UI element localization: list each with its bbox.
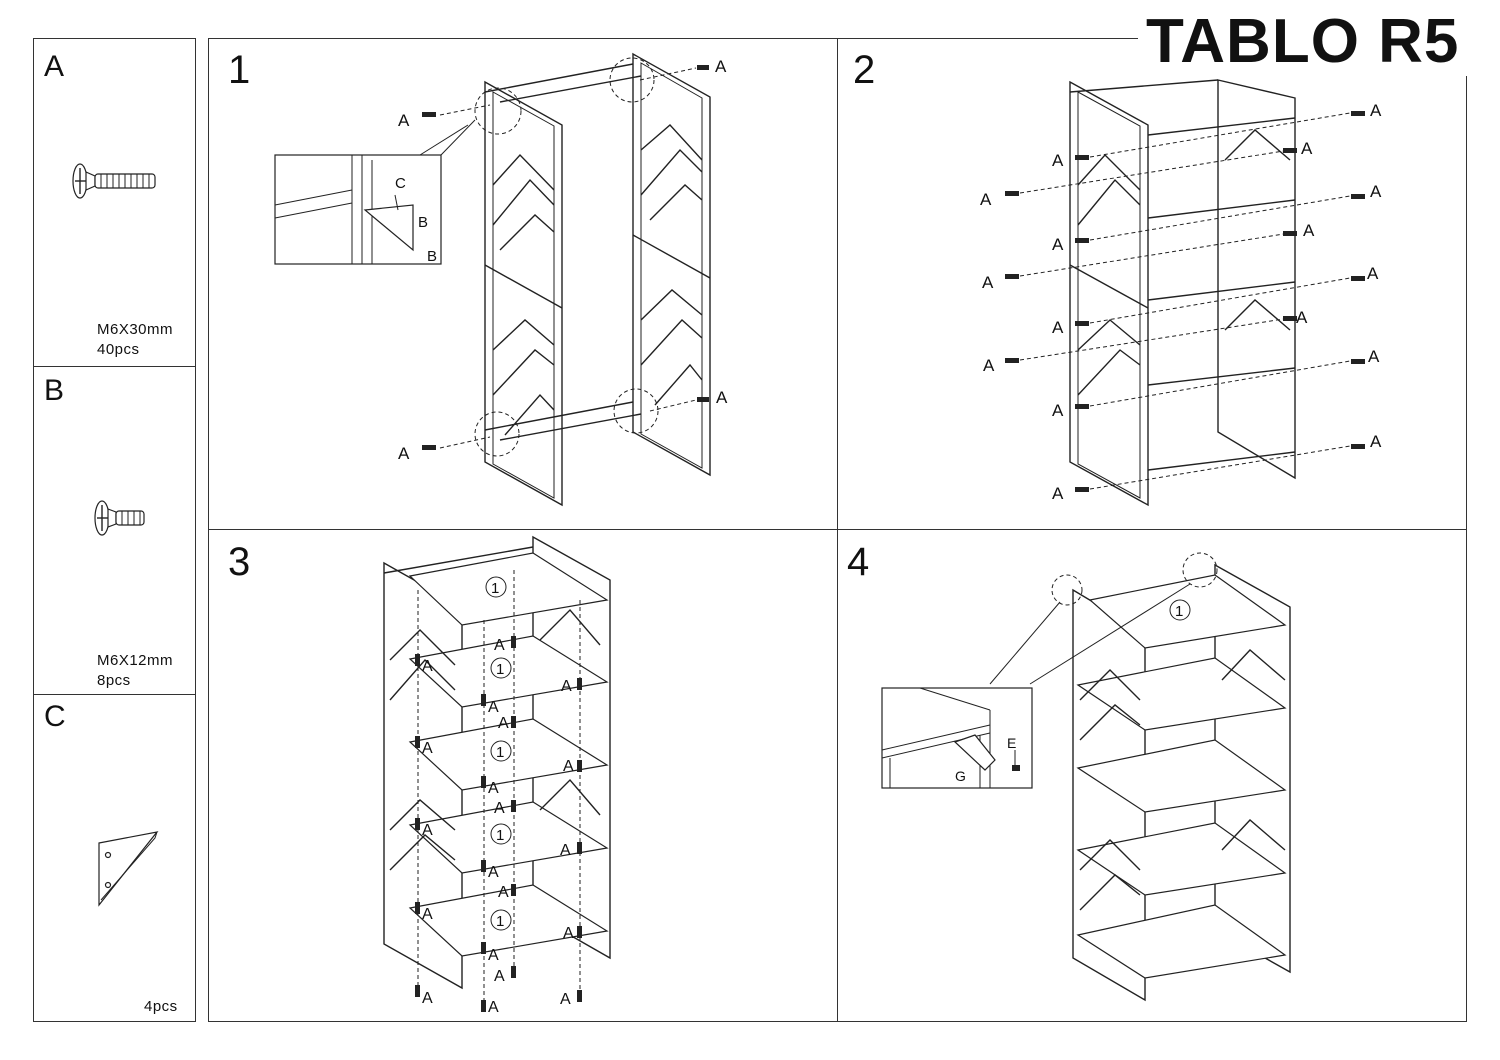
svg-text:A: A xyxy=(1370,182,1382,201)
step-3-shelf-markers: 1 1 1 1 1 xyxy=(485,576,512,931)
svg-text:1: 1 xyxy=(496,744,504,761)
svg-text:A: A xyxy=(563,925,574,942)
step-1-number: 1 xyxy=(228,48,251,92)
svg-text:A: A xyxy=(983,356,995,375)
svg-text:A: A xyxy=(422,906,433,923)
part-c-qty: 4pcs xyxy=(144,998,178,1015)
step-3-shelf-frame xyxy=(383,535,611,990)
svg-text:A: A xyxy=(563,758,574,775)
step-4-anti-tip-inset xyxy=(881,687,1033,789)
svg-text:A: A xyxy=(488,780,499,797)
svg-text:1: 1 xyxy=(496,827,504,844)
svg-text:A: A xyxy=(498,715,509,732)
svg-text:1: 1 xyxy=(496,661,504,678)
svg-text:C: C xyxy=(395,175,406,192)
svg-text:A: A xyxy=(498,884,509,901)
step-3-screws xyxy=(415,636,582,1012)
svg-text:A: A xyxy=(1370,101,1382,120)
svg-text:1: 1 xyxy=(496,913,504,930)
svg-text:A: A xyxy=(494,968,505,985)
product-title: TABLO R5 xyxy=(1138,8,1468,76)
part-b-letter: B xyxy=(44,374,65,407)
svg-text:A: A xyxy=(422,740,433,757)
svg-text:A: A xyxy=(488,699,499,716)
svg-text:A: A xyxy=(980,190,992,209)
part-c-letter: C xyxy=(44,700,66,733)
screw-a-icon xyxy=(72,163,156,199)
part-a-qty: 40pcs xyxy=(97,341,140,358)
svg-text:A: A xyxy=(1052,401,1064,420)
svg-text:A: A xyxy=(422,822,433,839)
svg-text:A: A xyxy=(1296,308,1308,327)
svg-text:B: B xyxy=(418,214,428,231)
part-a-letter: A xyxy=(44,50,65,83)
svg-text:A: A xyxy=(398,111,410,130)
svg-text:A: A xyxy=(398,444,410,463)
svg-text:A: A xyxy=(488,947,499,964)
svg-text:A: A xyxy=(1367,264,1379,283)
svg-text:A: A xyxy=(422,658,433,675)
step-2-labels: A A A A A A A A A A A A A A A A xyxy=(980,101,1382,503)
svg-text:1: 1 xyxy=(491,580,499,597)
step-1-labels: A A A A C B B xyxy=(395,57,728,463)
svg-text:A: A xyxy=(488,999,499,1016)
svg-text:B: B xyxy=(427,248,437,265)
part-c-cell xyxy=(33,694,196,1022)
svg-text:1: 1 xyxy=(1175,603,1183,620)
svg-text:A: A xyxy=(1370,432,1382,451)
step-1-screw-guides xyxy=(422,65,709,450)
svg-text:A: A xyxy=(1052,318,1064,337)
svg-text:A: A xyxy=(1052,151,1064,170)
svg-text:E: E xyxy=(1007,735,1016,751)
svg-text:A: A xyxy=(561,678,572,695)
step-2-number: 2 xyxy=(853,48,876,92)
bracket-c-icon xyxy=(98,831,159,907)
part-b-qty: 8pcs xyxy=(97,672,131,689)
step-3-number: 3 xyxy=(228,540,251,584)
svg-text:A: A xyxy=(488,864,499,881)
svg-text:A: A xyxy=(1368,347,1380,366)
step-1-highlight-circles xyxy=(474,57,659,457)
step-4-cell xyxy=(837,529,1467,1022)
step-4-highlight-circles: 1 xyxy=(989,552,1218,685)
step-4-labels: E G xyxy=(955,735,1016,784)
step-4-number: 4 xyxy=(847,540,870,584)
svg-text:A: A xyxy=(1303,221,1315,240)
step-1-detail-inset xyxy=(274,119,476,265)
screw-b-icon xyxy=(94,500,145,536)
part-a-size: M6X30mm xyxy=(97,321,174,338)
svg-text:A: A xyxy=(560,842,571,859)
step-2-screw-guides xyxy=(1005,111,1365,492)
svg-text:A: A xyxy=(494,800,505,817)
svg-text:A: A xyxy=(1052,484,1064,503)
svg-text:G: G xyxy=(955,768,966,784)
svg-text:A: A xyxy=(1301,139,1313,158)
svg-text:A: A xyxy=(494,637,505,654)
part-b-size: M6X12mm xyxy=(97,652,174,669)
svg-text:A: A xyxy=(716,388,728,407)
step-4-assembled-shelf xyxy=(1072,563,1291,1002)
step-1-side-frames xyxy=(484,52,711,507)
svg-text:A: A xyxy=(422,990,433,1007)
svg-text:A: A xyxy=(982,273,994,292)
step-3-labels: A A A A A A A A A A A A A A A A A A A A xyxy=(422,637,574,1016)
svg-text:A: A xyxy=(1052,235,1064,254)
step-2-shelf-frame xyxy=(1069,79,1296,507)
svg-text:A: A xyxy=(715,57,727,76)
svg-text:A: A xyxy=(560,991,571,1008)
